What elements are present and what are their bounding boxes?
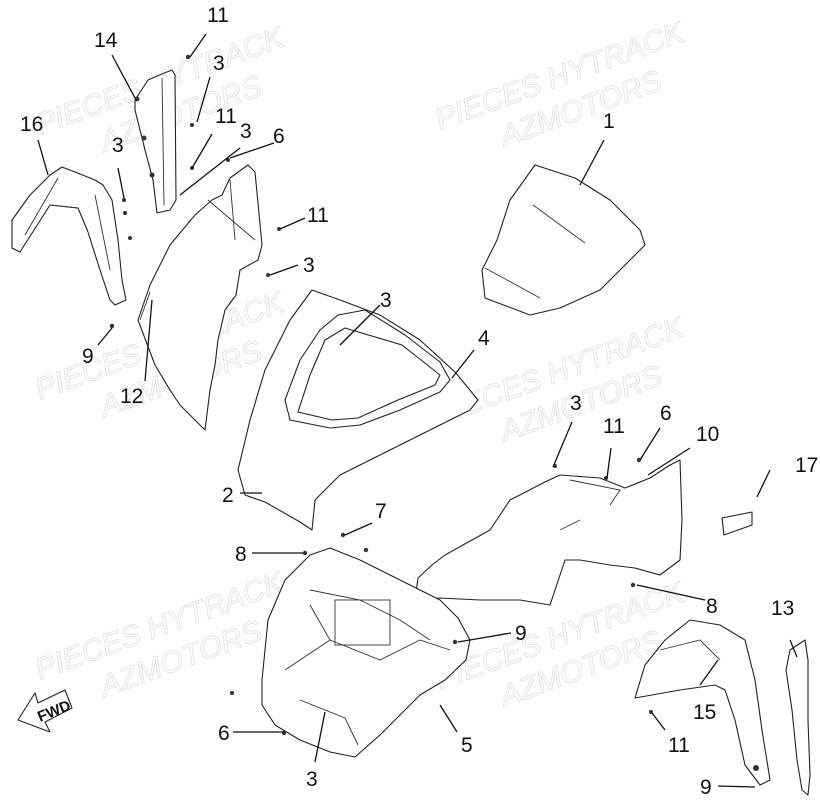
part-12-side-panel bbox=[137, 164, 263, 431]
callout-16: 16 bbox=[20, 113, 43, 136]
callout-3: 3 bbox=[306, 768, 318, 791]
callout-8: 8 bbox=[706, 595, 718, 618]
callout-6: 6 bbox=[660, 402, 672, 425]
part-15-right-fender bbox=[634, 619, 771, 786]
callout-11: 11 bbox=[668, 734, 690, 757]
callout-7: 7 bbox=[375, 500, 387, 523]
callout-3: 3 bbox=[112, 134, 124, 157]
callout-3: 3 bbox=[240, 120, 252, 143]
callout-11: 11 bbox=[603, 415, 625, 438]
part-16-left-fender bbox=[11, 166, 127, 306]
part-1-top-cover bbox=[481, 164, 646, 316]
watermark: PIECES HYTRACK AZMOTORS bbox=[431, 15, 691, 155]
callout-13: 13 bbox=[771, 597, 794, 620]
part-2-front-hood bbox=[237, 289, 479, 531]
part-10-right-panel bbox=[414, 459, 683, 606]
callout-9: 9 bbox=[82, 345, 94, 368]
callout-3: 3 bbox=[303, 254, 315, 277]
callout-1: 1 bbox=[603, 110, 615, 133]
callout-3: 3 bbox=[570, 392, 582, 415]
callout-4: 4 bbox=[478, 327, 490, 350]
callout-6: 6 bbox=[273, 125, 285, 148]
callouts: 1 2 3 3 3 3 3 3 3 4 5 6 6 6 7 8 8 9 9 9 … bbox=[20, 4, 818, 799]
callout-8: 8 bbox=[235, 543, 247, 566]
callout-11: 11 bbox=[215, 105, 237, 128]
callout-9: 9 bbox=[515, 622, 527, 645]
part-14-upper-panel bbox=[134, 69, 177, 214]
callout-6: 6 bbox=[218, 722, 230, 745]
callout-11: 11 bbox=[207, 4, 229, 27]
leader-lines bbox=[37, 33, 798, 788]
callout-3: 3 bbox=[213, 52, 225, 75]
fwd-arrow: FWD bbox=[17, 689, 73, 733]
callout-3: 3 bbox=[380, 289, 392, 312]
part-17-decal bbox=[721, 511, 753, 536]
callout-9: 9 bbox=[700, 776, 712, 799]
callout-5: 5 bbox=[461, 734, 473, 757]
callout-12: 12 bbox=[120, 385, 143, 408]
part-13-rear-panel bbox=[785, 639, 811, 796]
callout-2: 2 bbox=[222, 484, 234, 507]
callout-15: 15 bbox=[693, 701, 716, 724]
part-5-front-basket bbox=[261, 547, 471, 758]
callout-14: 14 bbox=[94, 29, 118, 52]
callout-10: 10 bbox=[696, 423, 719, 446]
callout-17: 17 bbox=[795, 454, 818, 477]
watermark: PIECES HYTRACK AZMOTORS bbox=[431, 310, 691, 450]
callout-11: 11 bbox=[307, 204, 329, 227]
